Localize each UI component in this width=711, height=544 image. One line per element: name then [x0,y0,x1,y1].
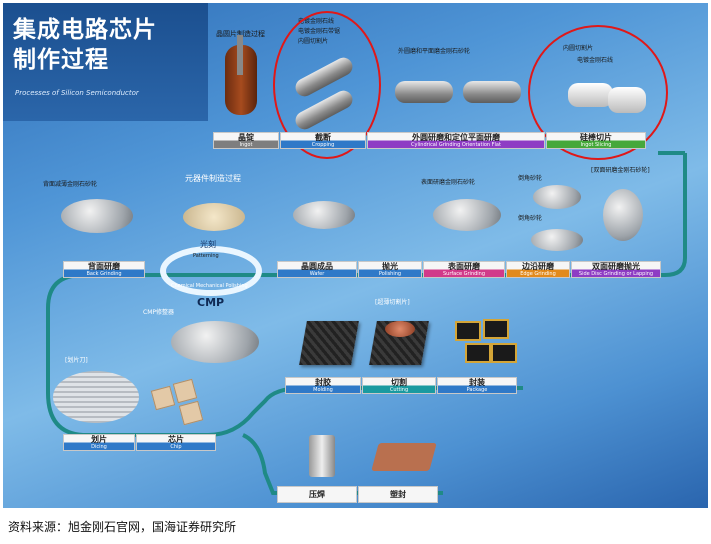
step-plastic-seal-cn: 塑封 [390,490,406,499]
step-molding-cn: 封胶 [315,378,331,387]
step-surface-grinding-cn: 表面研磨 [448,262,480,271]
page-subtitle: Processes of Silicon Semiconductor [15,89,139,97]
annotation-cylindrical: 外圆磨和平面磨金刚石砂轮 [398,48,471,55]
section-wafer-label: 晶圆片制造过程 [216,30,265,38]
step-edge-grinding-cn: 边沿研磨 [522,262,554,271]
molding-plate [299,321,359,365]
step-ingot-cn: 晶锭 [238,133,254,142]
step-cylindrical-grinding-en: Cylindrical Grinding Orientation Flat [411,142,501,148]
step-cutting: 切割 Cutting [362,377,436,394]
step-edge-grinding-en: Edge Grinding [520,271,556,277]
cmp-top-en: Patterning [193,253,219,259]
step-double-side-cn: 双面研磨抛光 [592,262,640,271]
step-chip-cn: 芯片 [168,435,184,444]
package-chip-2 [483,319,509,339]
step-ingot-slicing-cn: 硅棒切片 [580,133,612,142]
finished-wafer [293,201,355,229]
cmp-dresser-disc [171,321,259,363]
step-wafer: 晶圆成品 Wafer [277,261,357,278]
package-chip-4 [491,343,517,363]
step-cylindrical-grinding-cn: 外圆研磨和定位平面研磨 [412,133,500,142]
double-side-grinder [603,189,643,241]
cutting-blade [385,321,415,337]
step-back-grinding-cn: 背面研磨 [88,262,120,271]
dicing-wafer [53,371,139,423]
page-title: 集成电路芯片 制作过程 [13,17,157,73]
step-plastic-seal: 塑封 [358,486,438,503]
ingot-rod [237,35,243,75]
bonding-machine [309,435,335,477]
step-chip: 芯片 Chip [136,434,216,451]
cyl-rod-2 [463,81,521,103]
source-note: 资料来源：旭金刚石官网，国海证券研究所 [8,520,237,534]
step-back-grinding: 背面研磨 Back Grinding [63,261,145,278]
highlight-circle-slicing [528,25,668,160]
annotation-dicing-blade: [划片刀] [65,357,88,364]
package-chip-1 [455,321,481,341]
step-wafer-en: Wafer [309,271,325,277]
annotation-edge-1: 倒角砂轮 [518,175,543,182]
step-polishing: 抛光 Polishing [358,261,422,278]
step-ingot-en: Ingot [239,142,253,148]
step-polishing-en: Polishing [378,271,402,277]
step-cutting-cn: 切割 [391,378,407,387]
annotation-double: [双面研磨金刚石砂轮] [591,167,650,174]
cmp-mid-en: Chemical Mechanical Polishing [171,283,248,289]
annotation-edge-2: 倒角砂轮 [518,215,543,222]
step-ingot-slicing-en: Ingot Slicing [580,142,612,148]
step-package-cn: 封装 [469,378,485,387]
title-box: 集成电路芯片 制作过程 Processes of Silicon Semicon… [3,3,208,121]
step-cropping-en: Cropping [311,142,335,148]
cmp-top-label: 光刻 [200,240,216,249]
step-double-side: 双面研磨抛光 Side Disc Grinding or Lapping [571,261,661,278]
step-polishing-cn: 抛光 [382,262,398,271]
process-diagram-panel: 集成电路芯片 制作过程 Processes of Silicon Semicon… [3,3,708,508]
step-wafer-cn: 晶圆成品 [301,262,333,271]
package-chip-3 [465,343,491,363]
step-back-grinding-en: Back Grinding [86,271,122,277]
cyl-rod-1 [395,81,453,103]
step-double-side-en: Side Disc Grinding or Lapping [578,271,654,277]
step-ingot-slicing: 硅棒切片 Ingot Slicing [546,132,646,149]
annotation-cmp-disc: CMP修整器 [143,309,174,316]
step-cropping-cn: 截断 [315,133,331,142]
edge-grinding-wheel-1 [533,185,581,209]
process-flow-lines [46,151,687,495]
step-dicing: 划片 Dicing [63,434,135,451]
step-dicing-en: Dicing [91,444,107,450]
step-surface-grinding: 表面研磨 Surface Grinding [423,261,505,278]
step-surface-grinding-en: Surface Grinding [442,271,486,277]
step-molding: 封胶 Molding [285,377,361,394]
step-cutting-en: Cutting [389,387,409,393]
step-dicing-cn: 划片 [91,435,107,444]
step-ingot: 晶锭 Ingot [213,132,279,149]
step-package: 封装 Package [437,377,517,394]
step-bonding: 压焊 [277,486,357,503]
plastic-seal-part [371,443,437,471]
step-cylindrical-grinding: 外圆研磨和定位平面研磨 Cylindrical Grinding Orienta… [367,132,545,149]
surface-grinding-disc [433,199,501,231]
device-wafer [183,203,245,231]
step-package-en: Package [466,387,488,393]
step-chip-en: Chip [170,444,182,450]
annotation-back-grinding: 背面减薄金刚石砂轮 [43,181,98,188]
section-device-label: 元器件制造过程 [185,174,241,183]
step-molding-en: Molding [313,387,333,393]
step-cropping: 截断 Cropping [280,132,366,149]
annotation-surface: 表面研磨金刚石砂轮 [421,179,476,186]
cmp-label: CMP [197,296,225,309]
highlight-circle-cropping [273,11,381,159]
step-bonding-cn: 压焊 [309,490,325,499]
annotation-ultra-thin: [超薄切割片] [375,299,410,306]
edge-grinding-wheel-2 [531,229,583,251]
step-edge-grinding: 边沿研磨 Edge Grinding [506,261,570,278]
back-grinding-disc [61,199,133,233]
